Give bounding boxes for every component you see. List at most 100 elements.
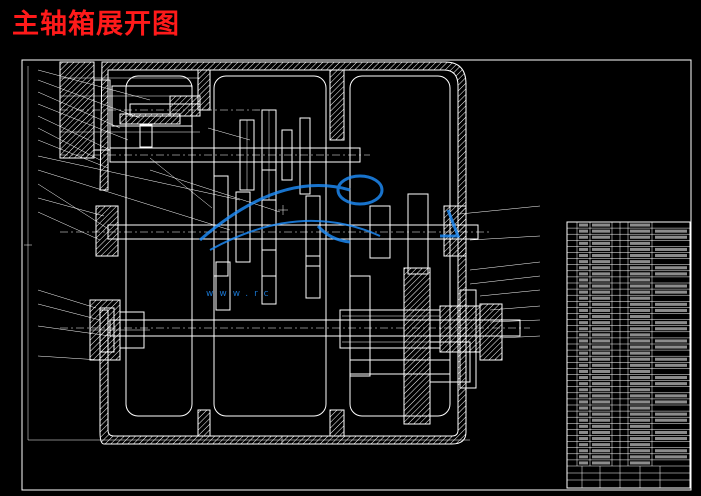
- bom-cell-text: [579, 235, 588, 239]
- bom-cell-text: [630, 437, 650, 441]
- bom-cell-text: [579, 247, 588, 251]
- bom-cell-text: [630, 321, 650, 325]
- bom-cell-text: [592, 443, 610, 447]
- watermark-text: www.rc: [206, 289, 275, 299]
- bom-cell-text: [579, 400, 588, 404]
- bom-cell-text: [579, 308, 588, 312]
- bom-cell-text: [592, 345, 610, 349]
- bom-cell-text: [579, 369, 588, 373]
- bom-cell-text: [579, 394, 588, 398]
- bom-cell-text: [655, 430, 687, 434]
- bom-cell-text: [579, 418, 588, 422]
- bom-cell-text: [592, 394, 610, 398]
- bom-cell-text: [579, 437, 588, 441]
- bom-cell-text: [655, 229, 687, 233]
- bom-cell-text: [579, 278, 588, 282]
- bom-cell-text: [655, 418, 687, 422]
- bom-cell-text: [579, 461, 588, 465]
- bom-cell-text: [630, 278, 650, 282]
- bom-cell-text: [579, 272, 588, 276]
- bom-cell-text: [592, 272, 610, 276]
- bom-cell-text: [630, 254, 650, 258]
- bom-cell-text: [579, 241, 588, 245]
- leader-lines-left: [37, 69, 281, 361]
- bom-cell-text: [655, 302, 687, 306]
- bom-cell-text: [579, 430, 588, 434]
- spindle-nose: [339, 289, 503, 389]
- bom-cell-text: [630, 388, 650, 392]
- bom-cell-text: [592, 266, 610, 270]
- bom-cell-text: [655, 284, 687, 288]
- watermark: www.rc: [199, 174, 461, 299]
- bom-table: [566, 221, 691, 489]
- bom-cell-text: [579, 412, 588, 416]
- bom-cell-text: [579, 296, 588, 300]
- bom-cell-text: [655, 321, 687, 325]
- bom-cell-text: [579, 388, 588, 392]
- bom-cell-text: [592, 290, 610, 294]
- bom-cell-text: [579, 443, 588, 447]
- bom-cell-text: [655, 327, 687, 331]
- bom-cell-text: [579, 327, 588, 331]
- bom-cell-text: [655, 339, 687, 343]
- bom-cell-text: [579, 406, 588, 410]
- bom-cell-text: [630, 339, 650, 343]
- bom-cell-text: [579, 339, 588, 343]
- bom-cell-text: [592, 260, 610, 264]
- bom-cell-text: [630, 412, 650, 416]
- bom-cell-text: [592, 284, 610, 288]
- bom-cell-text: [630, 284, 650, 288]
- bom-cell-text: [655, 345, 687, 349]
- bom-cell-text: [592, 363, 610, 367]
- bom-cell-text: [592, 406, 610, 410]
- bom-cell-text: [592, 278, 610, 282]
- bom-cell-text: [579, 229, 588, 233]
- bom-cell-text: [579, 345, 588, 349]
- bom-cell-text: [655, 308, 687, 312]
- bom-cell-text: [630, 369, 650, 373]
- bom-cell-text: [655, 235, 687, 239]
- bom-cell-text: [579, 333, 588, 337]
- bom-cell-text: [630, 302, 650, 306]
- bom-cell-text: [655, 412, 687, 416]
- input-pulley-assembly: [59, 61, 201, 159]
- bom-cell-text: [630, 266, 650, 270]
- bom-cell-text: [592, 388, 610, 392]
- centerlines-vertical: [278, 205, 288, 215]
- bom-cell-text: [630, 461, 650, 465]
- leader-lines-right: [459, 205, 541, 339]
- bom-cell-text: [630, 241, 650, 245]
- bom-cell-text: [655, 363, 687, 367]
- spindle-left-bearing: [89, 299, 150, 361]
- bom-cell-text: [630, 308, 650, 312]
- bom-cell-text: [630, 327, 650, 331]
- bom-cell-text: [655, 290, 687, 294]
- bom-cell-text: [655, 394, 687, 398]
- bom-cell-text: [655, 272, 687, 276]
- bom-cell-text: [579, 357, 588, 361]
- bom-cell-text: [655, 437, 687, 441]
- bom-cell-text: [630, 394, 650, 398]
- bom-cell-text: [579, 449, 588, 453]
- bom-cell-text: [630, 296, 650, 300]
- bom-cell-text: [655, 357, 687, 361]
- bom-cell-text: [630, 315, 650, 319]
- bom-cell-text: [630, 247, 650, 251]
- bom-cell-text: [630, 351, 650, 355]
- drawing-title: 主轴箱展开图: [12, 9, 180, 40]
- bom-cell-text: [655, 455, 687, 459]
- bom-cell-text: [592, 296, 610, 300]
- bom-cell-text: [592, 369, 610, 373]
- bom-cell-text: [579, 382, 588, 386]
- bom-cell-text: [630, 235, 650, 239]
- bom-cell-text: [630, 223, 650, 227]
- bom-cell-text: [630, 357, 650, 361]
- drawing-frame: [21, 59, 692, 491]
- bom-cell-text: [579, 424, 588, 428]
- bom-cell-text: [630, 382, 650, 386]
- bom-cell-text: [579, 363, 588, 367]
- bom-cell-text: [655, 400, 687, 404]
- bom-cell-text: [579, 266, 588, 270]
- bom-cell-text: [592, 302, 610, 306]
